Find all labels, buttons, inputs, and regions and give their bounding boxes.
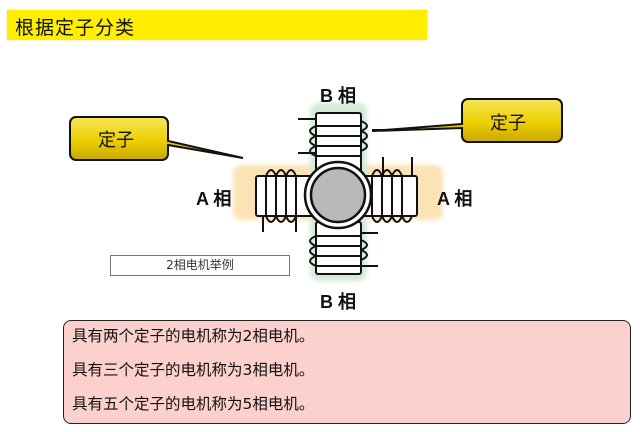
phase-label-b-top: B 相 [320, 86, 356, 106]
example-caption-box: 2相电机举例 [110, 255, 290, 276]
info-line-5-phase: 具有五个定子的电机称为5相电机。 [72, 395, 315, 413]
page-title: 根据定子分类 [15, 17, 136, 39]
stator-left [255, 169, 317, 232]
info-box: 具有两个定子的电机称为2相电机。 具有三个定子的电机称为3相电机。 具有五个定子… [63, 320, 631, 424]
phase-label-a-right: A 相 [437, 189, 473, 209]
callout-right-shape [371, 98, 563, 143]
info-line-2-phase: 具有两个定子的电机称为2相电机。 [72, 327, 315, 345]
stator-right [361, 157, 418, 223]
stator-bottom [309, 221, 378, 275]
callout-left-shape [69, 116, 244, 161]
motor-diagram: B 相 B 相 A 相 A 相 定子 定子 [69, 86, 563, 312]
rotor [309, 166, 367, 224]
callout-right-stator: 定子 [490, 113, 526, 134]
phase-label-b-bottom: B 相 [320, 292, 356, 312]
title-bar: 根据定子分类 [7, 10, 427, 40]
motor-diagram-svg [69, 98, 563, 281]
example-caption: 2相电机举例 [166, 258, 234, 272]
phase-label-a-left: A 相 [196, 189, 232, 209]
callout-left-stator: 定子 [98, 130, 134, 151]
stator-top [298, 112, 390, 174]
info-line-3-phase: 具有三个定子的电机称为3相电机。 [72, 361, 315, 379]
